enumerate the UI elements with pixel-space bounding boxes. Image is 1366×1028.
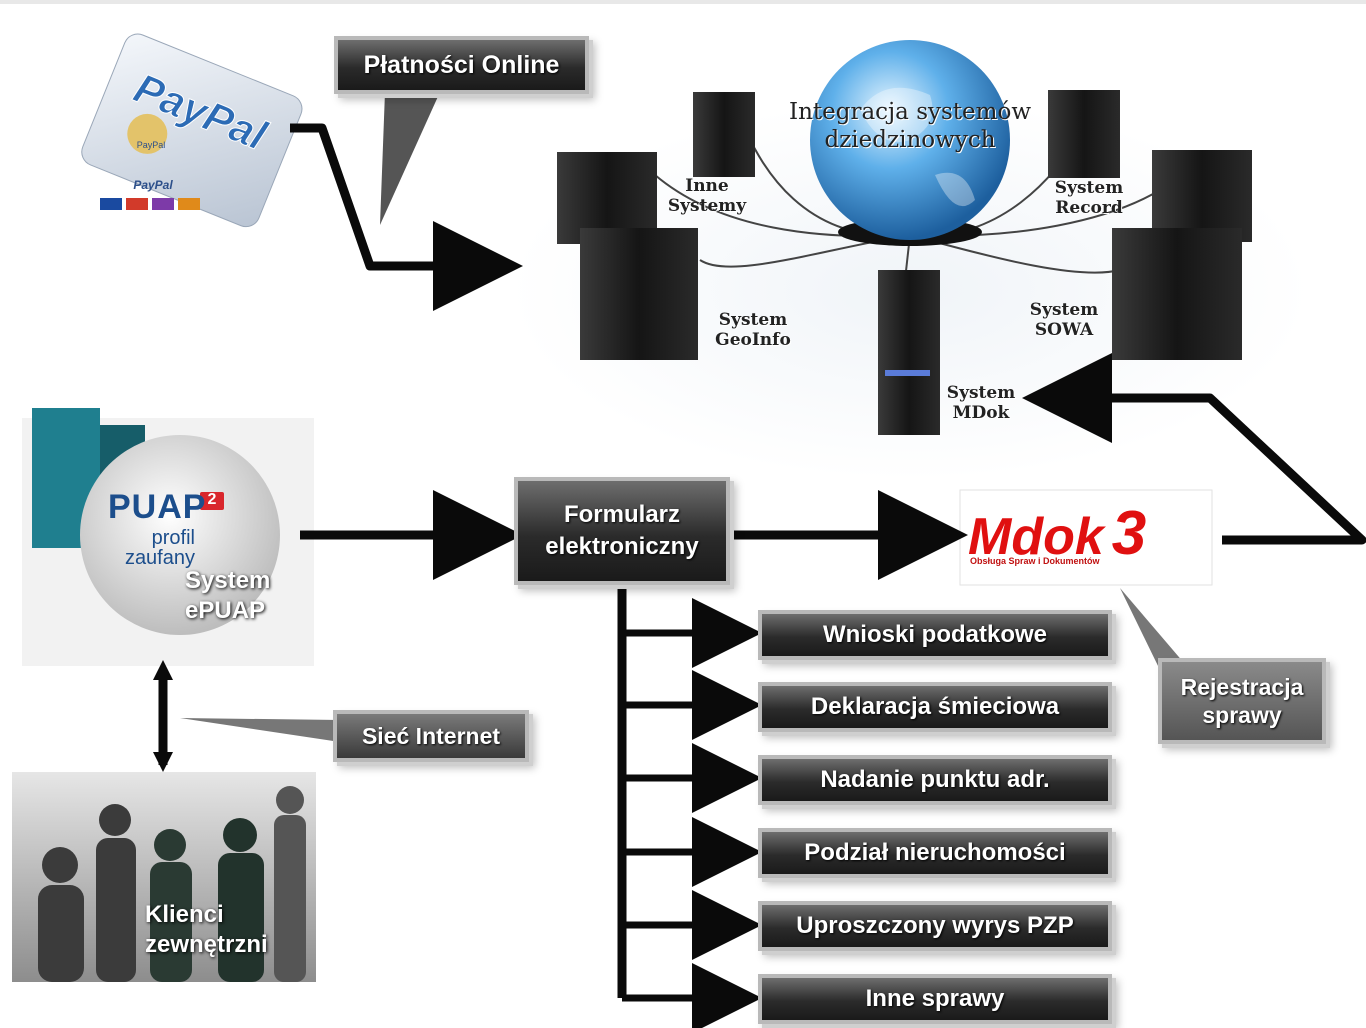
case-box: Deklaracja śmieciowa <box>758 682 1112 732</box>
epuap-label: System ePUAP <box>185 567 271 624</box>
arrow-mdok-to-system <box>1022 353 1366 545</box>
system-label-geoinfo: System GeoInfo <box>715 310 791 350</box>
mdok-logo: Mdok 3 <box>968 498 1146 568</box>
mdok-logo-name: Mdok <box>968 508 1104 566</box>
paypal-sub-label: PayPal <box>133 178 173 192</box>
internet-callout-pointer <box>180 718 340 742</box>
puap-version-badge <box>200 492 224 510</box>
system-label-inne: Inne Systemy <box>667 176 747 216</box>
people-silhouettes-icon <box>38 786 306 982</box>
case-box: Uproszczony wyrys PZP <box>758 901 1112 951</box>
system-label-mdok: System MDok <box>946 383 1016 423</box>
case-box: Inne sprawy <box>758 974 1112 1024</box>
flow-arrows <box>158 123 1366 998</box>
payments-callout: Płatności Online <box>334 36 589 94</box>
server-icon <box>557 90 1252 435</box>
epuap-logo-text: PUAP <box>108 488 207 526</box>
epuap-logo-version: 2 <box>207 491 217 508</box>
internet-callout: Sieć Internet <box>333 710 529 762</box>
integration-title: Integracja systemów dziedzinowych <box>788 99 1032 153</box>
words-globe-icon <box>80 435 280 635</box>
registration-callout: Rejestracja sprawy <box>1158 658 1326 744</box>
mdok-logo-frame <box>959 489 1213 586</box>
globe-icon <box>810 40 1010 240</box>
mdok-logo-version: 3 <box>1111 499 1147 568</box>
payment-cards-icon <box>100 198 200 210</box>
system-label-record: System Record <box>1054 178 1124 218</box>
registration-callout-pointer <box>1120 588 1190 670</box>
clients-label: Klienci zewnętrzni <box>145 901 268 958</box>
arrow-paypal-to-network <box>290 123 523 311</box>
case-box: Podział nieruchomości <box>758 828 1112 878</box>
form-box: Formularz elektroniczny <box>514 477 730 585</box>
paypal-card-icon <box>81 33 303 228</box>
case-box: Wnioski podatkowe <box>758 610 1112 660</box>
system-label-sowa: System SOWA <box>1029 300 1099 340</box>
paypal-badge-label: PayPal <box>136 140 166 150</box>
payments-callout-pointer <box>380 92 440 225</box>
profile-label: profil zaufany <box>124 527 195 569</box>
mdok-tagline: Obsługa Spraw i Dokumentów <box>970 556 1100 566</box>
case-box: Nadanie punktu adr. <box>758 755 1112 805</box>
form-branch-arrows <box>622 598 762 1028</box>
